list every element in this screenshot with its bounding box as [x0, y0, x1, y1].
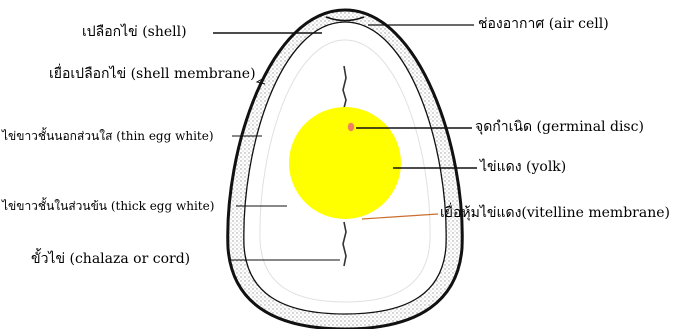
yolk [289, 107, 401, 219]
label-thin-white: ไข่ขาวชั้นนอกส่วนใส (thin egg white) [2, 128, 214, 144]
label-chalaza: ขั้วไข่ (chalaza or cord) [31, 251, 190, 267]
label-germinal-disc: จุดกำเนิด (germinal disc) [475, 119, 644, 135]
label-yolk: ไข่แดง (yolk) [480, 159, 566, 175]
label-vitelline: เยื่อหุ้มไข่แดง(vitelline membrane) [440, 205, 670, 221]
label-thick-white: ไข่ขาวชั้นในส่วนข้น (thick egg white) [2, 198, 214, 214]
label-air-cell: ช่องอากาศ (air cell) [478, 16, 609, 32]
label-shell-membrane: เยื่อเปลือกไข่ (shell membrane) [49, 66, 256, 82]
germinal-disc [348, 123, 354, 131]
label-shell: เปลือกไข่ (shell) [82, 24, 187, 40]
